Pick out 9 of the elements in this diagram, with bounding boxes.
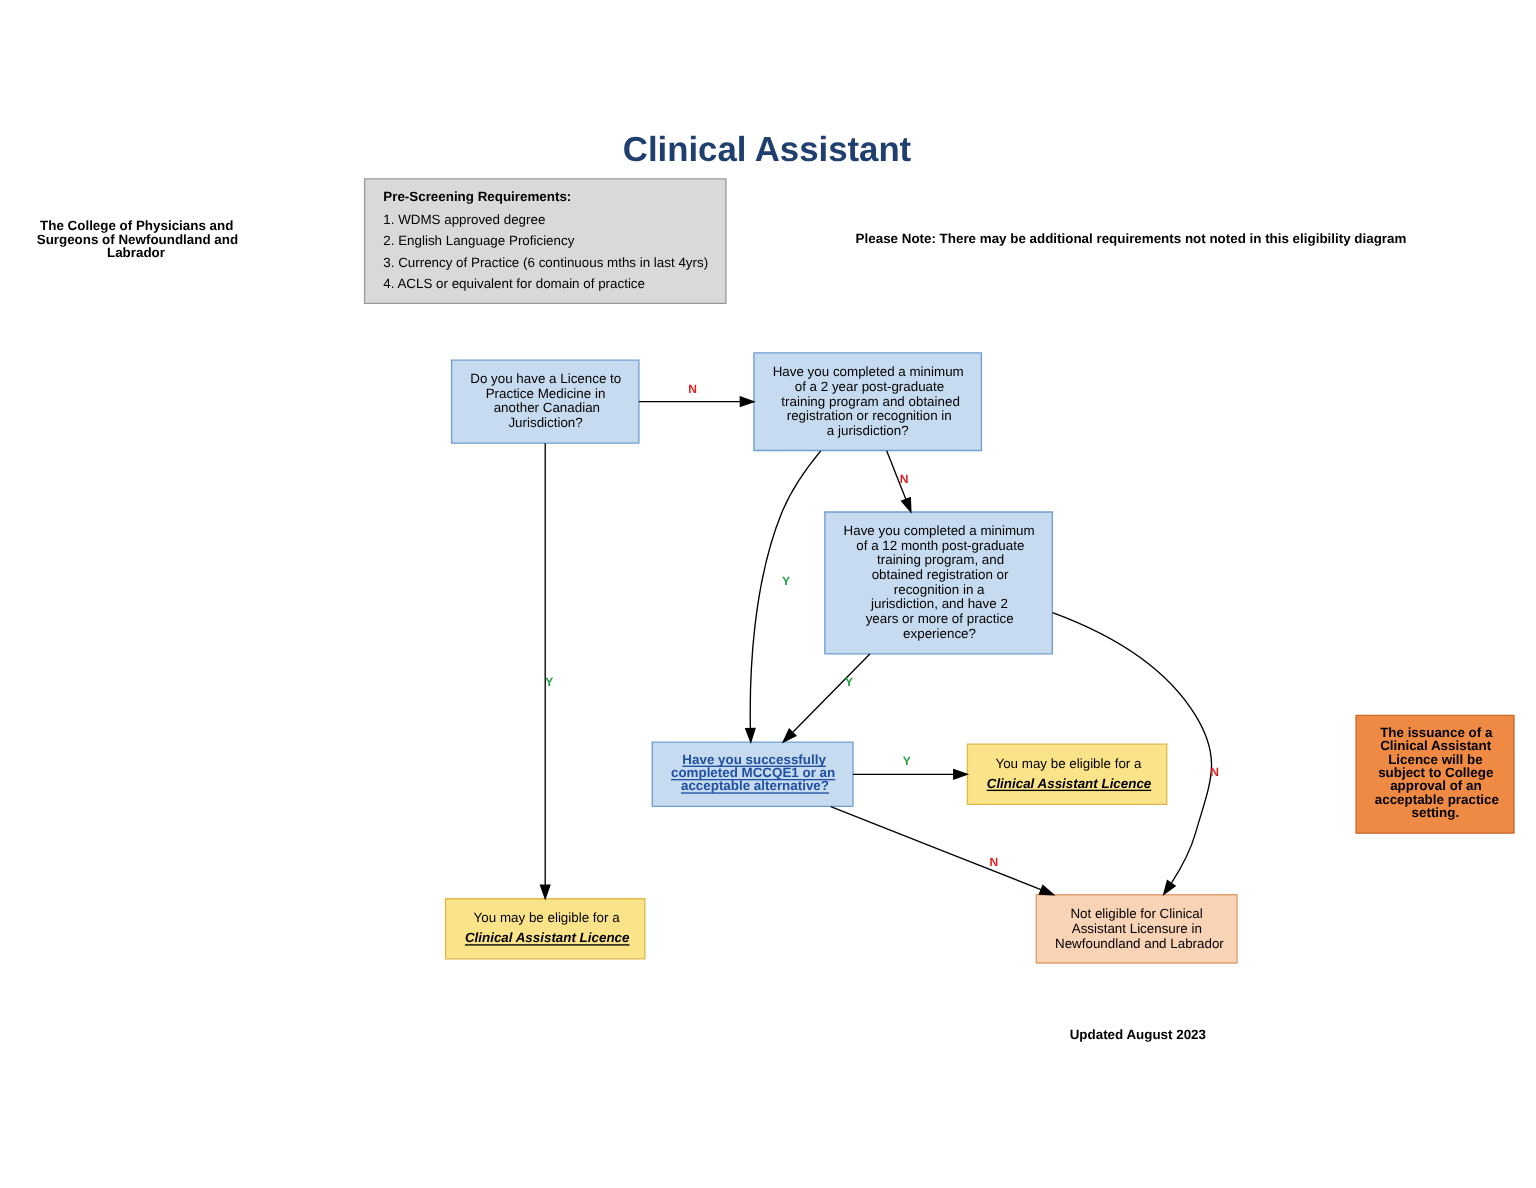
arrow xyxy=(830,804,1056,895)
arrow xyxy=(638,395,756,407)
diagram-title: Clinical Assistant xyxy=(622,128,912,169)
arrow xyxy=(1051,610,1213,896)
arrow xyxy=(852,767,970,779)
arrow xyxy=(781,652,871,743)
arrow xyxy=(744,449,822,743)
arrow xyxy=(539,441,551,900)
arrow xyxy=(886,449,912,513)
